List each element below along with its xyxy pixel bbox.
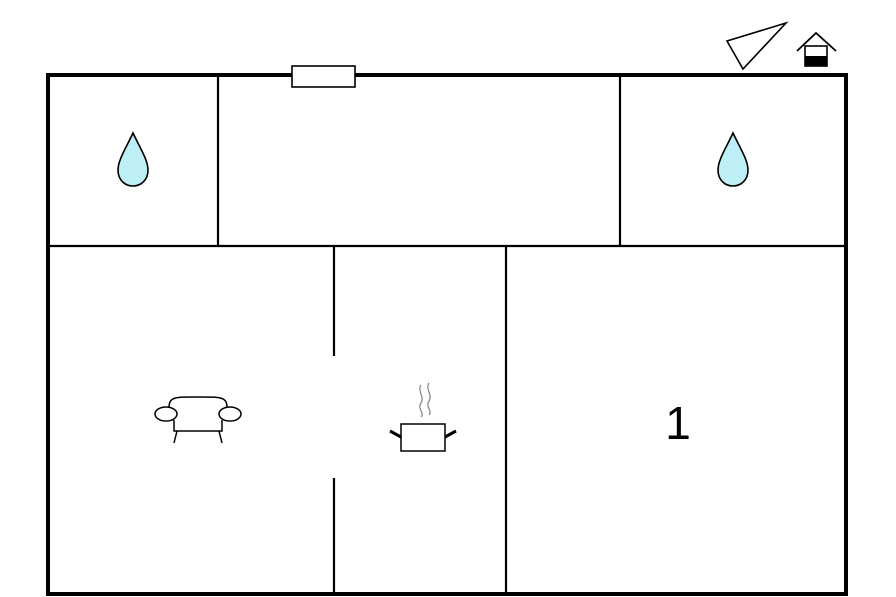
room-number-label: 1 xyxy=(665,397,691,449)
cooking-pot-icon xyxy=(389,382,457,452)
water-drop-icon xyxy=(717,131,749,187)
window-icon xyxy=(291,65,356,88)
water-drop-icon xyxy=(117,131,149,187)
floor-level-house-icon xyxy=(796,31,837,67)
sofa-icon xyxy=(154,396,242,444)
outer-wall xyxy=(46,73,848,596)
compass-north-arrow-icon xyxy=(725,21,789,71)
